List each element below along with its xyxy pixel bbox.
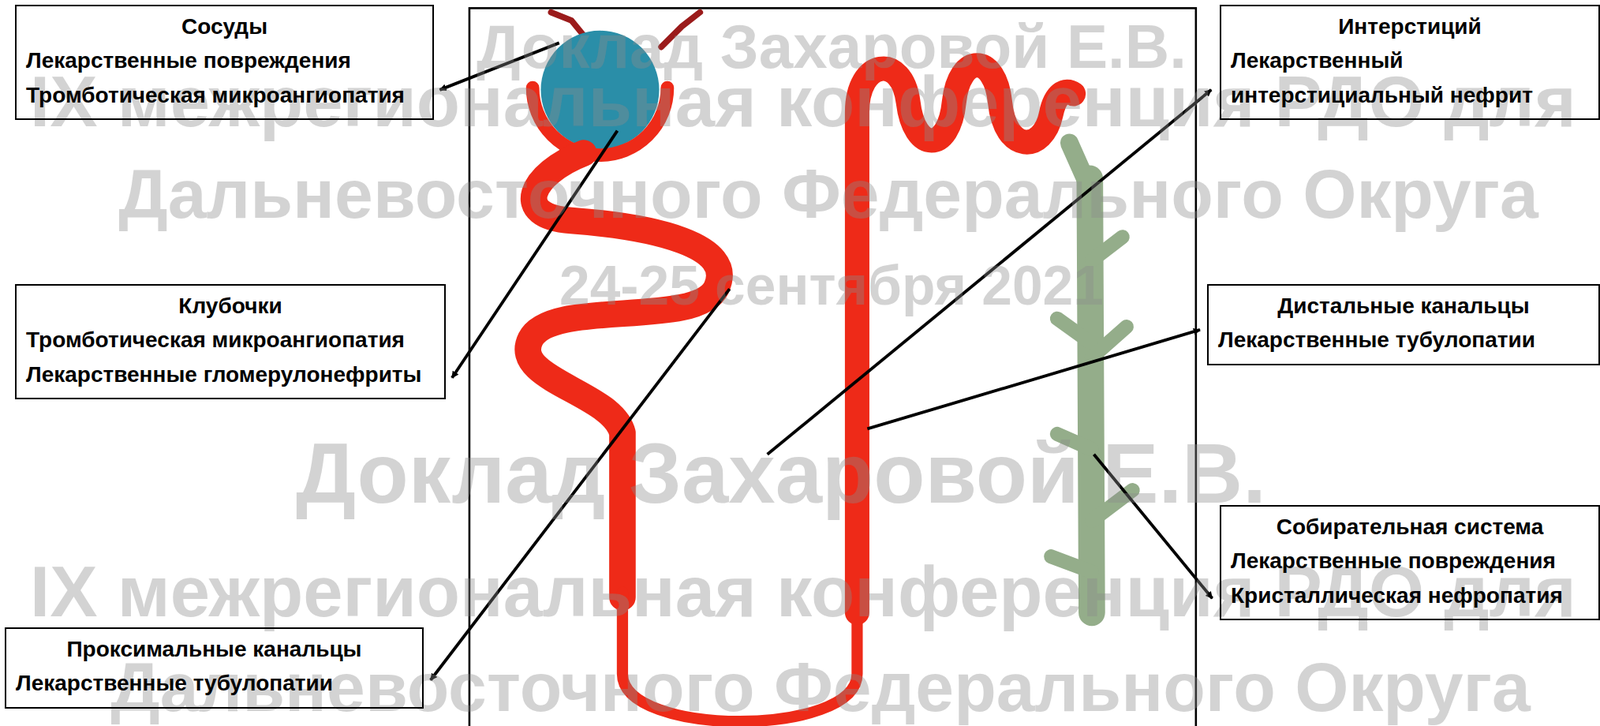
leader-line <box>867 329 1200 430</box>
callout-box: КлубочкиТромботическая микроангиопатияЛе… <box>14 284 446 400</box>
box-item: Лекарственный интерстициальный нефрит <box>1230 43 1589 113</box>
box-item: Лекарственные повреждения <box>26 43 423 78</box>
box-item: Тромботическая микроангиопатия <box>26 78 423 113</box>
callout-box: Дистальные канальцыЛекарственные тубулоп… <box>1207 284 1600 366</box>
box-heading: Проксимальные канальцы <box>15 631 413 666</box>
box-heading: Дистальные канальцы <box>1218 288 1589 323</box>
distal-tubule <box>856 65 1073 614</box>
duct-branch <box>1057 318 1090 343</box>
box-item: Лекарственные тубулопатии <box>1218 322 1589 357</box>
box-item: Кристаллическая нефропатия <box>1230 578 1589 613</box>
box-heading: Сосуды <box>26 9 423 44</box>
watermark: 24-25 сентября 2021 <box>559 255 1104 316</box>
callout-box: Проксимальные канальцыЛекарственные тубу… <box>4 627 424 709</box>
box-item: Тромботическая микроангиопатия <box>26 322 435 357</box>
box-heading: Клубочки <box>26 288 435 323</box>
box-item: Лекарственные повреждения <box>1230 543 1589 578</box>
watermark: Доклад Захаровой Е.В. <box>295 427 1267 520</box>
box-heading: Интерстиций <box>1230 9 1589 44</box>
callout-box: СосудыЛекарственные поврежденияТромботич… <box>14 4 434 120</box>
box-heading: Собирательная система <box>1230 509 1589 544</box>
box-item: Лекарственные гломерулонефриты <box>26 357 435 392</box>
callout-box: ИнтерстицийЛекарственный интерстициальны… <box>1219 4 1600 120</box>
callout-box: Собирательная системаЛекарственные повре… <box>1219 504 1600 621</box>
box-item: Лекарственные тубулопатии <box>15 665 413 700</box>
watermark: Дальневосточного Федерального Округа <box>118 156 1539 233</box>
duct-trunk <box>1089 178 1092 613</box>
